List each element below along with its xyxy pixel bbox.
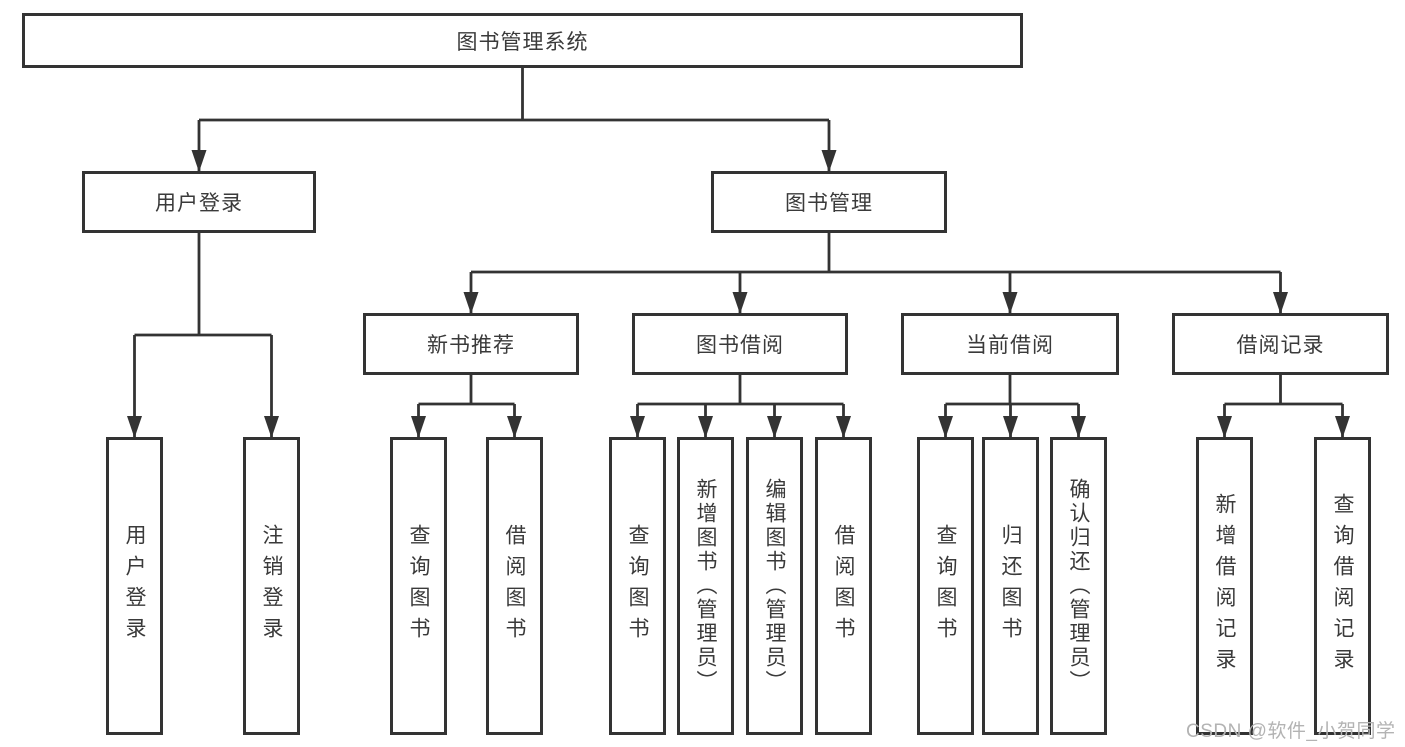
leaf-label: 确认归还（管理员）: [1067, 478, 1090, 694]
node-book-management: 图书管理: [711, 171, 947, 233]
node-user-login: 用户登录: [82, 171, 316, 233]
leaf-newbook-borrow-books: 借阅图书: [486, 437, 543, 735]
leaf-borrow-borrow-books: 借阅图书: [815, 437, 872, 735]
leaf-records-query-record: 查询借阅记录: [1314, 437, 1371, 735]
leaf-borrow-add-books-admin: 新增图书（管理员）: [677, 437, 734, 735]
leaf-logout: 注销登录: [243, 437, 300, 735]
leaf-records-add-record: 新增借阅记录: [1196, 437, 1253, 735]
leaf-label: 归还图书: [999, 524, 1022, 648]
csdn-watermark: CSDN @软件_小贺同学: [1186, 721, 1396, 742]
leaf-user-login: 用户登录: [106, 437, 163, 735]
leaf-current-confirm-return-admin: 确认归还（管理员）: [1050, 437, 1107, 735]
node-root: 图书管理系统: [22, 13, 1023, 68]
node-current-borrow: 当前借阅: [901, 313, 1119, 375]
leaf-label: 注销登录: [260, 524, 283, 648]
leaf-label: 查询图书: [626, 524, 649, 648]
leaf-label: 查询图书: [934, 524, 957, 648]
leaf-borrow-edit-books-admin: 编辑图书（管理员）: [746, 437, 803, 735]
leaf-label: 用户登录: [123, 524, 146, 648]
leaf-label: 新增借阅记录: [1213, 493, 1236, 679]
leaf-label: 新增图书（管理员）: [694, 478, 717, 694]
leaf-label: 编辑图书（管理员）: [763, 478, 786, 694]
node-new-book-recommend: 新书推荐: [363, 313, 579, 375]
leaf-label: 借阅图书: [503, 524, 526, 648]
node-borrow-records: 借阅记录: [1172, 313, 1389, 375]
leaf-borrow-query-books: 查询图书: [609, 437, 666, 735]
leaf-label: 借阅图书: [832, 524, 855, 648]
leaf-newbook-query-books: 查询图书: [390, 437, 447, 735]
leaf-label: 查询图书: [407, 524, 430, 648]
node-book-borrow: 图书借阅: [632, 313, 848, 375]
leaf-label: 查询借阅记录: [1331, 493, 1354, 679]
leaf-current-return-books: 归还图书: [982, 437, 1039, 735]
leaf-current-query-books: 查询图书: [917, 437, 974, 735]
